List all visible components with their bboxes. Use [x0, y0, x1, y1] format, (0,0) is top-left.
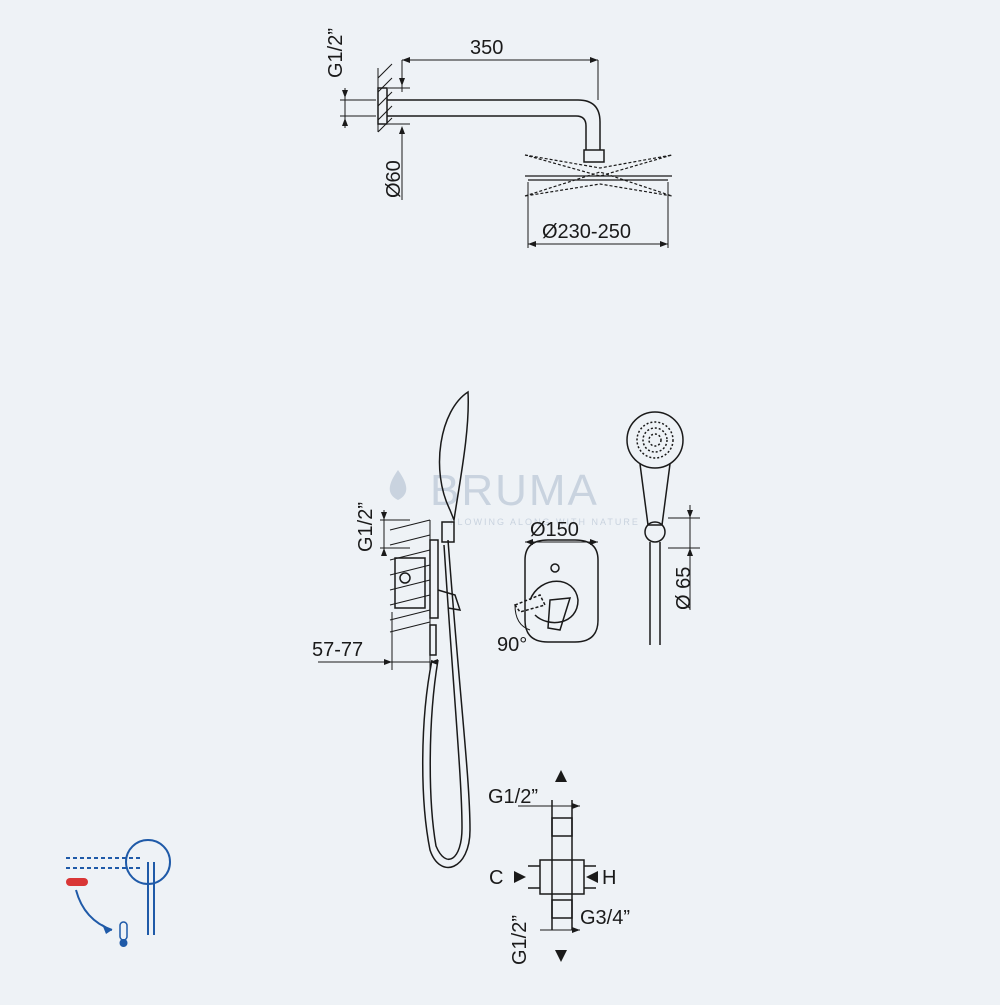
shower-hose: [422, 539, 471, 869]
head-diameter-label: Ø230-250: [542, 221, 631, 243]
middle-arrowheads: [381, 512, 438, 665]
valve-outlet-thread-label: G3/4”: [580, 907, 630, 929]
thermometer-icon: [119, 921, 128, 947]
rotation-arc: [514, 604, 531, 631]
drop-logo-icon: [389, 470, 407, 500]
rain-shower-head: [524, 154, 673, 197]
shower-hose-inner: [429, 544, 463, 860]
front-arrowheads: [525, 539, 598, 545]
diverter-button: [550, 563, 560, 573]
rotation-label: 90°: [497, 634, 527, 656]
overhead-arrowheads: [342, 57, 668, 247]
mixer-inlet-label: G1/2”: [355, 502, 377, 552]
valve-bottom-fitting: [551, 899, 573, 919]
lever-handle-side: [437, 589, 462, 611]
hose-outlet: [429, 624, 437, 656]
mixer-side-view: [318, 390, 471, 869]
hand-arrowheads: [687, 510, 693, 556]
hot-inlet-arrow: [586, 871, 598, 883]
lever-body-front: [547, 597, 572, 631]
lever-rotated-position: [513, 594, 547, 613]
cold-label: C: [489, 867, 503, 889]
flange-diameter-label: Ø60: [383, 160, 405, 198]
valve-schematic: [518, 800, 596, 931]
arm-length-label: 350: [470, 37, 503, 59]
hand-shower-handle: [639, 463, 671, 526]
watermark-brand: BRUMA: [430, 466, 599, 515]
cover-plate-front: [524, 539, 599, 643]
overhead-shower-assembly: [340, 59, 673, 248]
watermark-tagline: FLOWING ALONG WITH NATURE: [450, 517, 640, 527]
hand-shower-face: [626, 411, 684, 469]
wall-hatch-top: [377, 63, 393, 133]
hand-shower-side: [438, 390, 470, 523]
hand-shower-bracket: [644, 521, 666, 543]
cold-inlet-arrow: [514, 871, 526, 883]
valve-top-fitting: [551, 817, 573, 837]
projection-label: 57-77: [312, 639, 363, 661]
outlet-down-arrow: [555, 950, 567, 962]
valve-arrowheads: [514, 770, 598, 962]
temperature-lever-icon: [66, 839, 171, 935]
hand-shower-front: [626, 411, 700, 645]
lever-handle-front: [529, 580, 579, 624]
valve-body: [539, 859, 585, 895]
spray-nozzles: [636, 421, 674, 459]
outlet-up-arrow: [555, 770, 567, 782]
valve-bottom-thread-label: G1/2”: [509, 915, 531, 965]
head-connector: [583, 149, 605, 163]
cover-plate-side: [429, 539, 439, 619]
embedded-valve-body: [394, 557, 426, 609]
plate-diameter-label: Ø150: [530, 519, 579, 541]
valve-top-thread-label: G1/2”: [488, 786, 538, 808]
wall-flange: [377, 87, 388, 125]
hand-diameter-label: Ø 65: [673, 567, 695, 610]
shower-arm-lower: [387, 115, 587, 150]
hot-label: H: [602, 867, 616, 889]
top-inlet-label: G1/2”: [325, 28, 347, 78]
mixer-front-view: [513, 539, 599, 643]
embedded-valve-port: [399, 572, 411, 584]
watermark: BRUMA FLOWING ALONG WITH NATURE: [389, 466, 640, 527]
shower-arm-upper: [387, 99, 601, 150]
